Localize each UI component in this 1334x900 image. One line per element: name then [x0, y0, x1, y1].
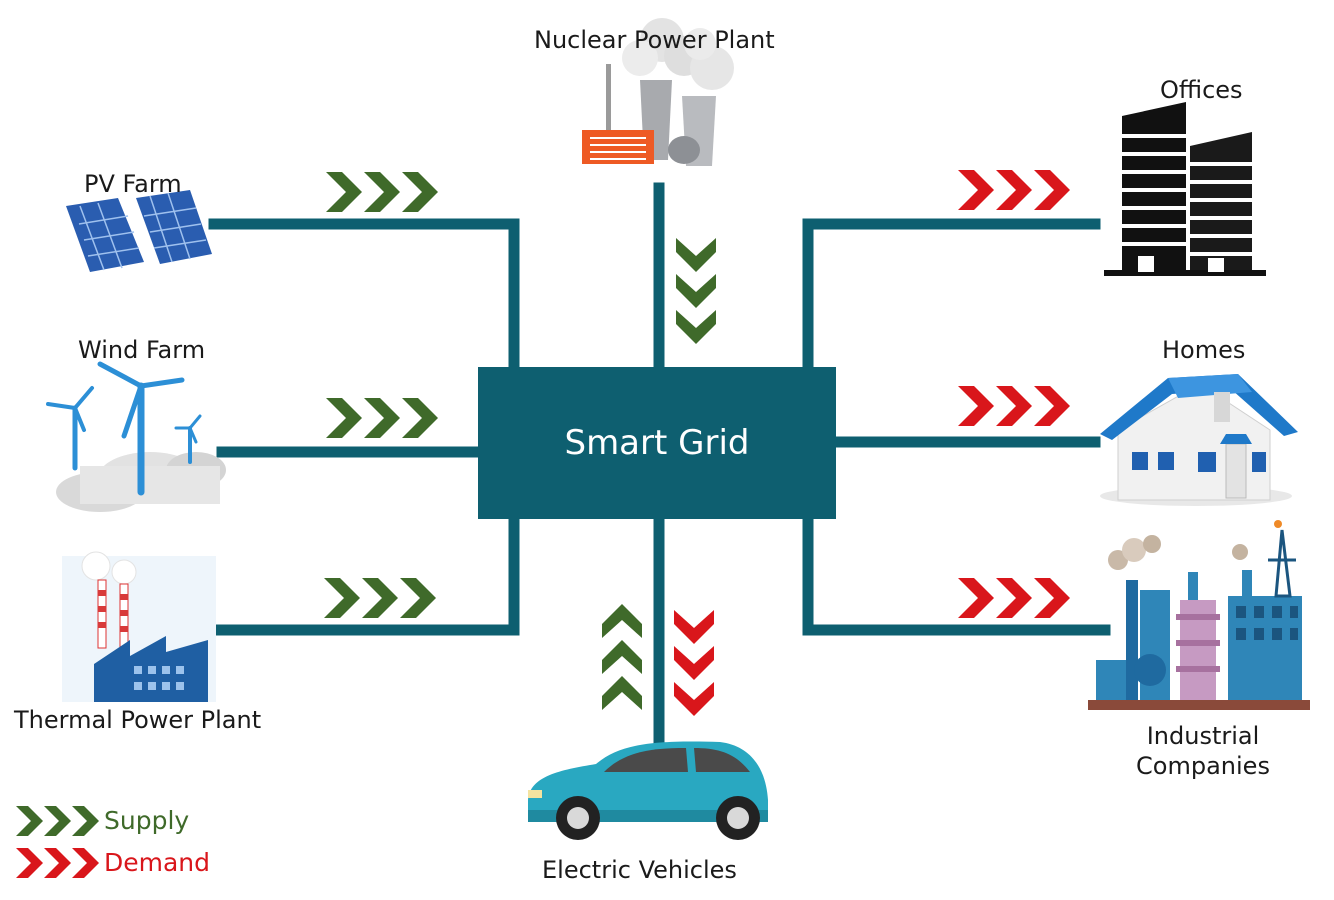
- legend-supply-chevron-icon: [44, 806, 71, 836]
- industrial-icon: [1088, 520, 1310, 710]
- supply-chevron-icon: [364, 398, 400, 438]
- industrial-label-line2: Companies: [1136, 752, 1270, 780]
- line-thermal: [174, 509, 520, 636]
- legend-demand-chevron-icon: [72, 848, 99, 878]
- legend-supply-chevron-icon: [16, 806, 43, 836]
- legend-supply-swatch: [16, 806, 99, 836]
- thermal-plant-icon: [62, 551, 216, 702]
- grid-connections: [174, 182, 1111, 751]
- demand-chevron-icon: [1034, 170, 1070, 210]
- legend-demand-chevron-icon: [44, 848, 71, 878]
- demand-chevron-icon: [996, 170, 1032, 210]
- legend-supply-chevron-icon: [72, 806, 99, 836]
- line-industrial: [802, 509, 1111, 636]
- smart-grid-hub: [478, 367, 836, 519]
- legend-demand-label: Demand: [104, 848, 211, 877]
- supply-chevron-icon: [402, 172, 438, 212]
- supply-chevron-down-icon: [676, 274, 716, 308]
- legend-demand-swatch: [16, 848, 99, 878]
- supply-chevron-icon: [364, 172, 400, 212]
- demand-chevron-icon: [996, 386, 1032, 426]
- supply-chevron-icon: [400, 578, 436, 618]
- demand-chevron-down-icon: [674, 682, 714, 716]
- pv-farm-label: PV Farm: [84, 170, 182, 198]
- legend-supply-label: Supply: [104, 806, 190, 835]
- wind-farm-label: Wind Farm: [78, 336, 206, 364]
- industrial-label-line1: Industrial: [1146, 722, 1260, 750]
- demand-chevron-icon: [1034, 386, 1070, 426]
- supply-chevron-icon: [362, 578, 398, 618]
- supply-chevron-up-icon: [602, 676, 642, 710]
- offices-label: Offices: [1160, 76, 1243, 104]
- demand-chevron-icon: [958, 578, 994, 618]
- pv-farm-icon: [66, 190, 212, 272]
- supply-chevron-down-icon: [676, 238, 716, 272]
- homes-label: Homes: [1162, 336, 1246, 364]
- smart-grid-label: Smart Grid: [564, 423, 750, 463]
- homes-icon: [1100, 374, 1298, 506]
- nuclear-plant-label: Nuclear Power Plant: [534, 26, 775, 54]
- demand-chevron-down-icon: [674, 646, 714, 680]
- supply-chevron-icon: [326, 398, 362, 438]
- supply-chevron-up-icon: [602, 604, 642, 638]
- line-pv: [208, 218, 520, 376]
- supply-chevron-up-icon: [602, 640, 642, 674]
- demand-chevron-icon: [958, 170, 994, 210]
- supply-chevron-icon: [324, 578, 360, 618]
- wind-farm-icon: [46, 361, 226, 512]
- demand-chevron-icon: [996, 578, 1032, 618]
- demand-chevron-icon: [958, 386, 994, 426]
- legend-demand-chevron-icon: [16, 848, 43, 878]
- supply-chevron-icon: [326, 172, 362, 212]
- supply-chevron-icon: [402, 398, 438, 438]
- electric-vehicle-icon: [528, 741, 768, 840]
- electric-vehicles-label: Electric Vehicles: [542, 856, 737, 884]
- offices-icon: [1104, 102, 1266, 276]
- supply-chevron-down-icon: [676, 310, 716, 344]
- demand-chevron-icon: [1034, 578, 1070, 618]
- demand-chevron-down-icon: [674, 610, 714, 644]
- thermal-plant-label: Thermal Power Plant: [14, 706, 262, 734]
- line-offices: [802, 218, 1101, 376]
- nuclear-plant-icon: [582, 18, 734, 166]
